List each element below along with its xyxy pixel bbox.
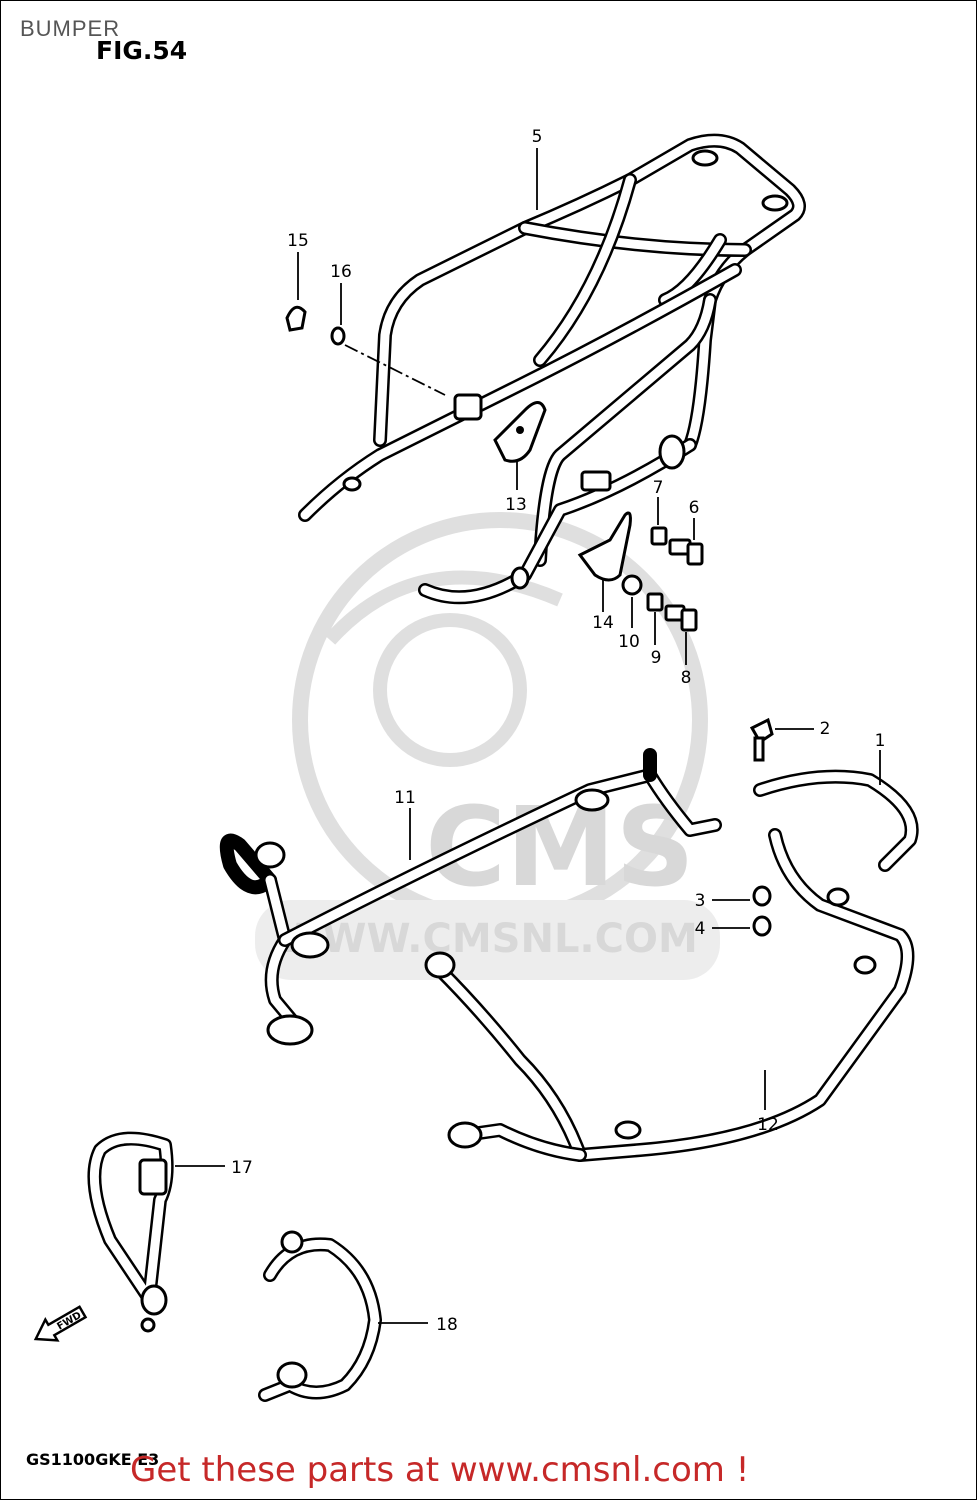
part-7-nut xyxy=(650,526,668,546)
part-18-bumper xyxy=(258,1230,382,1402)
part-3-nut xyxy=(752,885,772,907)
callout-9: 9 xyxy=(651,648,662,668)
callout-8: 8 xyxy=(681,668,692,688)
callout-10: 10 xyxy=(618,632,640,652)
callout-1: 1 xyxy=(875,731,886,751)
callout-15: 15 xyxy=(287,231,309,251)
part-13-bracket xyxy=(493,401,547,463)
part-4-nut xyxy=(752,915,772,937)
part-1-bumper-section xyxy=(753,769,919,872)
page-header: BUMPER xyxy=(20,16,121,41)
callout-13: 13 xyxy=(505,495,527,515)
part-12-rear-bumper xyxy=(424,828,915,1162)
part-16-washer xyxy=(330,326,346,346)
part-9-nut xyxy=(646,592,664,612)
callout-14: 14 xyxy=(592,613,614,633)
part-5-rear-carrier xyxy=(298,133,806,605)
callout-16: 16 xyxy=(330,262,352,282)
part-2-bolt xyxy=(749,717,774,762)
callout-numbers: 1 2 3 4 5 6 7 8 9 10 11 12 13 14 15 16 1… xyxy=(231,127,885,1335)
part-8-bolt xyxy=(664,604,698,632)
callout-7: 7 xyxy=(653,478,664,498)
part-15-bolt xyxy=(285,305,307,332)
callout-4: 4 xyxy=(695,919,706,939)
watermark-url: WWW.CMSNL.COM xyxy=(278,916,698,962)
callout-5: 5 xyxy=(532,127,543,147)
figure-title: FIG.54 xyxy=(96,36,188,65)
callout-18: 18 xyxy=(436,1315,458,1335)
part-11-front-bumper xyxy=(219,748,722,1046)
fwd-direction-arrow: FWD xyxy=(33,1305,88,1342)
callout-12: 12 xyxy=(757,1115,779,1135)
part-6-bolt xyxy=(668,538,704,566)
model-code: GS1100GKE E3 xyxy=(26,1450,160,1469)
callout-2: 2 xyxy=(820,719,831,739)
callout-3: 3 xyxy=(695,891,706,911)
promo-link[interactable]: Get these parts at www.cmsnl.com ! xyxy=(130,1450,750,1490)
callout-11: 11 xyxy=(394,788,416,808)
part-17-bumper xyxy=(87,1131,174,1333)
callout-17: 17 xyxy=(231,1158,253,1178)
leader-lines xyxy=(175,148,881,1324)
part-10-washer xyxy=(621,574,643,596)
callout-6: 6 xyxy=(689,498,700,518)
